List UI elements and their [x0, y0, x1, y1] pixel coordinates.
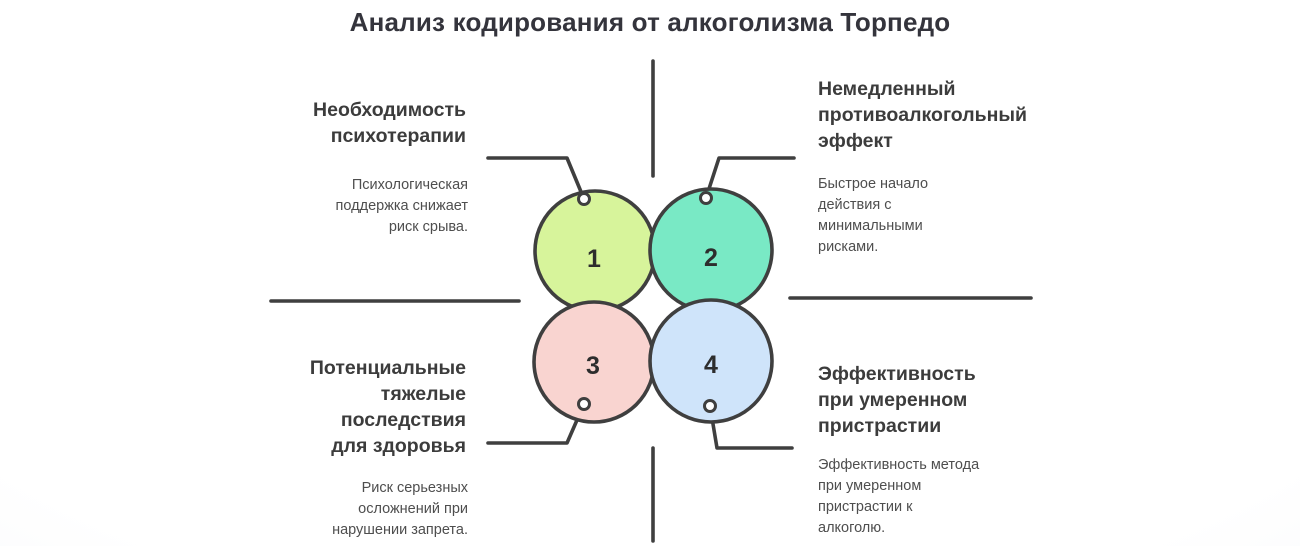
quadrant-bottom-left-description: Риск серьезных осложнений при нарушении …	[332, 480, 468, 538]
quadrant-bottom-right-description: Эффективность метода при умеренном прист…	[818, 457, 980, 536]
circle-4	[648, 298, 774, 424]
anchor-dot-3	[577, 397, 591, 411]
quadrant-top-right-description: Быстрое начало действия с минимальными р…	[818, 176, 929, 255]
quadrant-top-left-heading: Необходимость психотерапии	[313, 99, 466, 147]
connector-top-left	[486, 156, 586, 201]
quadrant-top-right-heading: Немедленный противоалкогольный эффект	[818, 78, 1028, 152]
circle-3-number: 3	[586, 352, 600, 380]
page-title: Анализ кодирования от алкоголизма Торпед…	[349, 7, 951, 37]
circle-1-number: 1	[587, 245, 601, 273]
circle-2-number: 2	[704, 244, 718, 272]
anchor-dot-2	[699, 191, 713, 205]
quadrant-bottom-right-heading: Эффективность при умеренном пристрастии	[818, 363, 976, 437]
anchor-dot-4	[703, 399, 717, 413]
connector-top-right	[704, 156, 796, 200]
circle-4-number: 4	[704, 351, 718, 379]
anchor-dot-1	[577, 192, 591, 206]
quadrant-bottom-left-heading: Потенциальные тяжелые последствия для зд…	[309, 357, 466, 457]
quadrant-top-left-description: Психологическая поддержка снижает риск с…	[335, 177, 468, 235]
